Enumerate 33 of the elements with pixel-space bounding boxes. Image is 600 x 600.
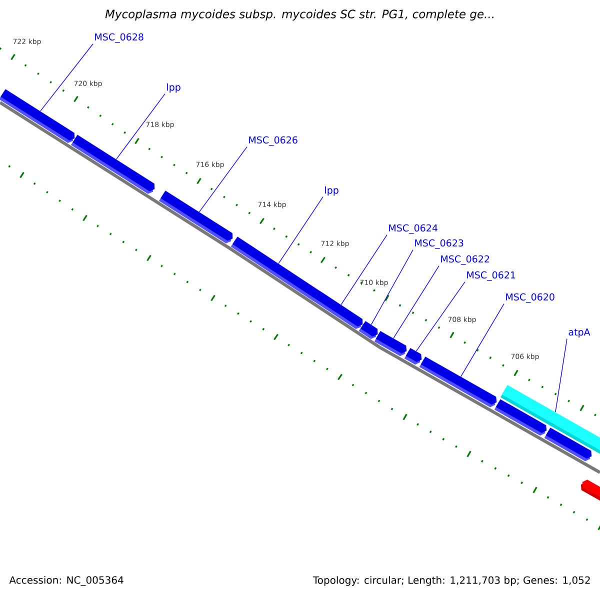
leader-line [278, 196, 324, 264]
gene-block [0, 89, 75, 143]
gene-block [500, 385, 600, 454]
gene-block [358, 320, 378, 339]
gene-label: MSC_0620 [506, 293, 554, 303]
gene-block [71, 134, 155, 194]
gene-block [374, 330, 407, 356]
accession-text: Accession: NC_005364 [9, 576, 124, 586]
gene-block [230, 236, 320, 301]
genome-info-text: Topology: circular; Length: 1,211,703 bp; Genes: 1,052 [312, 576, 590, 586]
gene-label: atpA [568, 328, 590, 338]
leader-line [40, 44, 94, 112]
gene-block [312, 290, 363, 330]
gene-label: lpp [167, 83, 180, 93]
leader-line [416, 282, 466, 352]
gene-label: MSC_0628 [95, 33, 144, 43]
gene-label: MSC_0624 [389, 224, 438, 234]
gene-label: MSC_0621 [467, 271, 516, 281]
title: Mycoplasma mycoides subsp. mycoides SC str. PG1, complete ge... [105, 9, 494, 21]
leader-line [370, 250, 414, 325]
leader-line [116, 93, 166, 160]
gene-block [419, 356, 497, 408]
leader-line [393, 266, 440, 339]
leader-line [340, 234, 388, 306]
leader-line [555, 338, 568, 412]
gene-block [404, 348, 422, 365]
leader-line [198, 146, 248, 212]
gene-block [159, 190, 233, 244]
gene-label: MSC_0622 [441, 255, 490, 265]
gene-label: MSC_0623 [415, 239, 464, 249]
gene-label: lpp [325, 186, 338, 196]
leader-line [460, 304, 504, 377]
gene-label: MSC_0626 [249, 136, 298, 146]
